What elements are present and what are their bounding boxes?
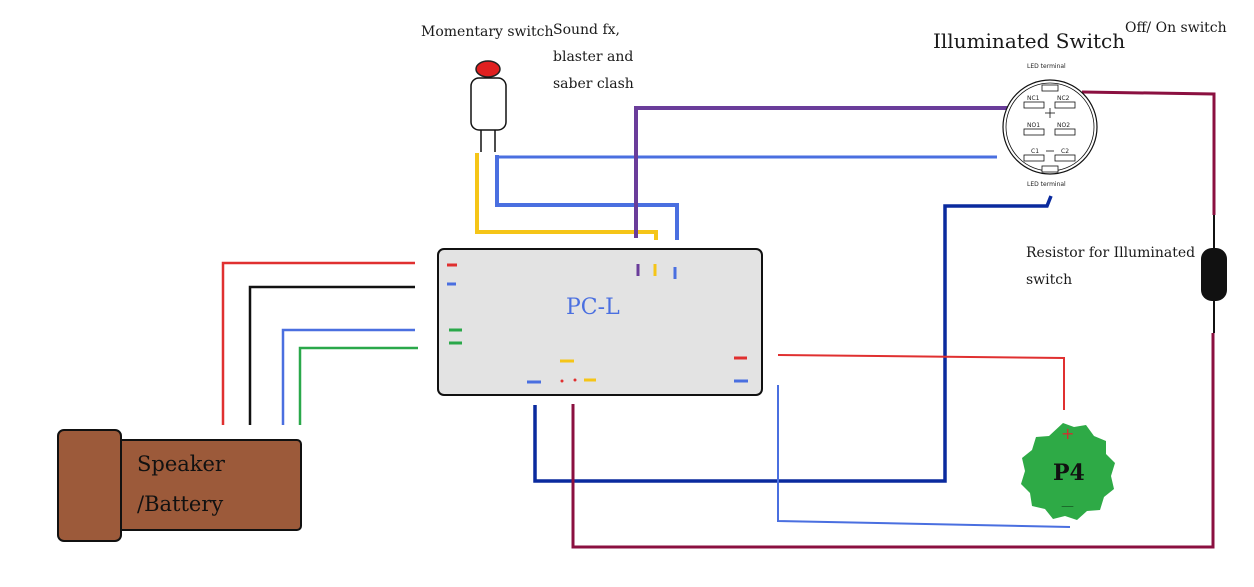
no1-label: NO1 <box>1027 122 1041 129</box>
wire-yellow-momentary <box>475 153 658 240</box>
terminal-c2 <box>1054 154 1076 162</box>
c1-label: C1 <box>1031 148 1040 155</box>
no2-label: NO2 <box>1057 122 1071 129</box>
resistor-body <box>1201 248 1227 301</box>
nc2-label: NC2 <box>1057 95 1070 102</box>
wire-blue-speaker <box>281 328 415 425</box>
wire-blue-momentary <box>495 155 679 240</box>
speaker-battery-cap <box>57 429 122 542</box>
terminal-no1 <box>1023 128 1045 136</box>
terminal-nc1 <box>1023 101 1045 109</box>
pad-red-dot-1 <box>560 379 564 383</box>
momentary-switch-button <box>475 60 501 78</box>
momentary-switch-label: Momentary switch <box>421 24 554 40</box>
wire-maroon-resistor <box>571 333 1215 549</box>
led-terminal-bottom-label: LED terminal <box>1027 181 1066 188</box>
led-terminal-top-label: LED terminal <box>1027 63 1066 70</box>
wire-purple-switch <box>634 106 1015 238</box>
terminal-led-bottom <box>1041 165 1059 173</box>
terminal-c1 <box>1023 154 1045 162</box>
wire-red-led <box>777 354 1065 410</box>
terminal-nc2 <box>1054 101 1076 109</box>
p4-plus-sign: + <box>1061 424 1075 443</box>
wire-darkblue-switch <box>533 195 1053 483</box>
nc1-label: NC1 <box>1027 95 1040 102</box>
c2-label: C2 <box>1061 148 1070 155</box>
terminal-no2 <box>1054 128 1076 136</box>
off-on-switch-label: Off/ On switch <box>1125 20 1227 36</box>
resistor-label-1: Resistor for Illuminated <box>1026 245 1196 261</box>
sound-fx-label-1: Sound fx, <box>553 22 620 38</box>
pcl-board <box>437 248 763 396</box>
speaker-label-1: Speaker <box>137 452 225 476</box>
sound-fx-label-3: saber clash <box>553 76 634 92</box>
p4-led-body <box>1021 423 1115 520</box>
pcl-board-label: PC-L <box>566 295 620 320</box>
resistor-label-2: switch <box>1026 272 1073 288</box>
pad-red-dot-2 <box>573 378 577 382</box>
wire-red-battery <box>221 261 415 425</box>
illuminated-switch-title: Illuminated Switch <box>933 29 1126 53</box>
speaker-label-2: /Battery <box>137 492 224 516</box>
wire-maroon-switch <box>1081 90 1216 215</box>
terminal-led-top <box>1041 84 1059 92</box>
momentary-switch-body <box>470 77 507 131</box>
p4-minus-sign: — <box>1061 499 1074 514</box>
wire-black-battery <box>248 285 415 425</box>
illuminated-switch-body <box>1002 79 1098 175</box>
wire-blue-led <box>777 385 1071 528</box>
wire-green-speaker <box>298 346 418 425</box>
sound-fx-label-2: blaster and <box>553 49 634 65</box>
p4-led-label: P4 <box>1053 460 1085 486</box>
